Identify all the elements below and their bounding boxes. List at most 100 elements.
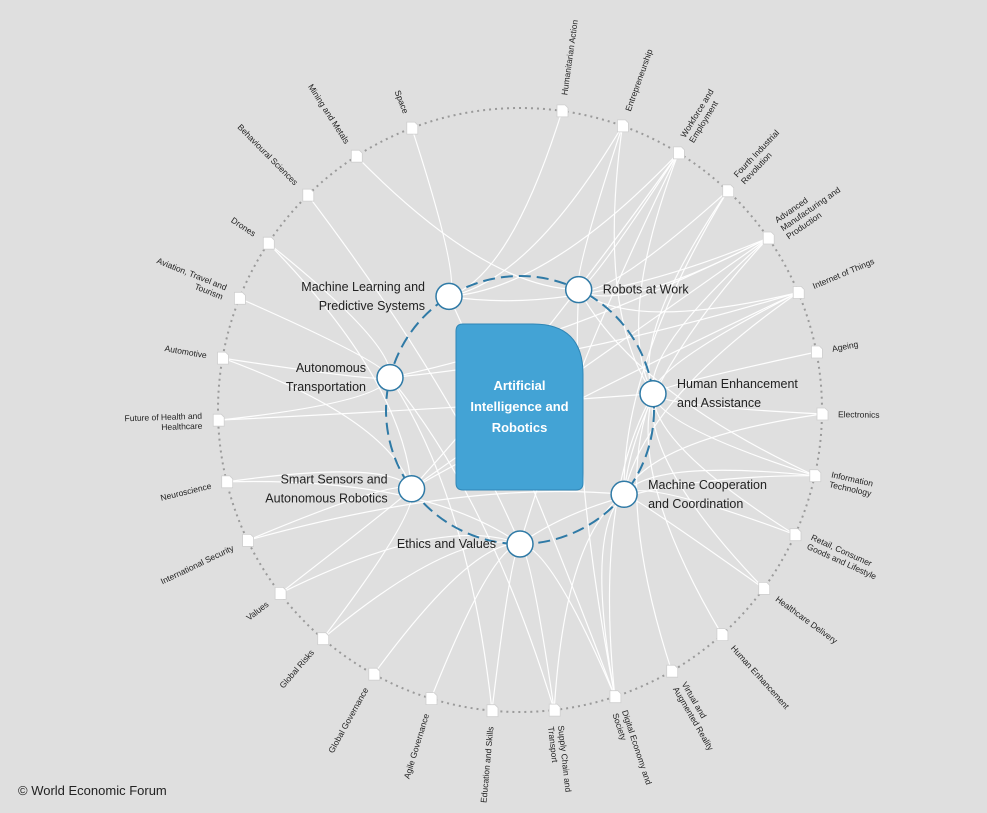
subtopic-label-line: Predictive Systems (319, 299, 425, 313)
subtopic-label-line: Robots at Work (603, 283, 690, 297)
topic-node-retail-consumer-goods-and-lifestyle[interactable]: Retail, ConsumerGoods and Lifestyle (789, 528, 882, 582)
link-line (635, 393, 673, 672)
topic-label: Humanitarian Action (559, 19, 580, 96)
topic-node-automotive[interactable]: Automotive (164, 343, 229, 365)
subtopic-label-line: Autonomous Robotics (265, 491, 387, 505)
link-line (218, 393, 654, 421)
topic-node-mining-and-metals[interactable]: Mining and Metals (306, 82, 363, 163)
subtopic-node-ethics-and-values[interactable]: Ethics and Values (397, 530, 534, 558)
topic-node-entrepreneurship[interactable]: Entrepreneurship (617, 47, 655, 133)
topic-label-line: Mining and Metals (306, 82, 352, 145)
link-line (491, 543, 521, 711)
topic-label: International Security (159, 542, 236, 586)
document-icon[interactable] (758, 582, 771, 595)
topic-node-education-and-skills[interactable]: Education and Skills (478, 704, 499, 804)
topic-node-neuroscience[interactable]: Neuroscience (159, 475, 234, 503)
topic-label: Healthcare Delivery (774, 594, 840, 646)
topic-node-electronics[interactable]: Electronics (816, 407, 880, 421)
document-icon[interactable] (317, 632, 330, 646)
document-icon[interactable] (617, 119, 629, 133)
document-icon[interactable] (556, 104, 569, 118)
topic-node-internet-of-things[interactable]: Internet of Things (792, 256, 876, 299)
document-icon[interactable] (242, 534, 255, 547)
subtopic-circle[interactable] (564, 275, 593, 304)
topic-node-drones[interactable]: Drones (229, 215, 275, 250)
document-icon[interactable] (302, 188, 315, 202)
topic-node-virtual-and-augmented-reality[interactable]: Virtual andAugmented Reality (666, 664, 725, 753)
topic-label: Space (393, 89, 411, 115)
subtopic-label-line: Ethics and Values (397, 537, 496, 551)
topic-node-humanitarian-action[interactable]: Humanitarian Action (556, 19, 580, 118)
topic-node-aviation-travel-and-tourism[interactable]: Aviation, Travel andTourism (152, 255, 246, 305)
document-icon[interactable] (212, 413, 225, 427)
document-icon[interactable] (762, 231, 775, 245)
document-icon[interactable] (789, 528, 802, 542)
topic-node-values[interactable]: Values (244, 587, 287, 622)
subtopic-circle[interactable] (610, 480, 638, 509)
topic-node-workforce-and-employment[interactable]: Workforce andEmployment (673, 87, 724, 160)
topic-node-healthcare-delivery[interactable]: Healthcare Delivery (758, 582, 840, 646)
topic-node-human-enhancement[interactable]: Human Enhancement (716, 628, 792, 712)
document-icon[interactable] (548, 703, 561, 717)
topic-node-international-security[interactable]: International Security (159, 534, 255, 586)
document-icon[interactable] (673, 146, 685, 160)
topic-node-global-governance[interactable]: Global Governance (326, 667, 381, 755)
topic-label-line: Automotive (164, 343, 208, 360)
topic-label-line: Global Risks (277, 648, 316, 691)
document-icon[interactable] (262, 236, 275, 250)
topic-label: Internet of Things (811, 256, 876, 291)
topic-node-ageing[interactable]: Ageing (811, 339, 859, 359)
subtopic-circle[interactable] (397, 475, 426, 503)
topic-node-behavioural-sciences[interactable]: Behavioural Sciences (236, 122, 315, 202)
link-line (373, 543, 521, 675)
topic-node-fourth-industrial-revolution[interactable]: Fourth IndustrialRevolution (722, 128, 789, 198)
topic-node-agile-governance[interactable]: Agile Governance (402, 692, 438, 780)
link-line (553, 493, 625, 711)
document-icon[interactable] (716, 628, 729, 641)
document-icon[interactable] (666, 664, 679, 678)
center-node-shape[interactable] (455, 323, 584, 491)
topic-node-advanced-manufacturing-and-production[interactable]: AdvancedManufacturing andProduction (762, 176, 848, 245)
document-icon[interactable] (811, 345, 823, 359)
topic-label: Virtual andAugmented Reality (671, 680, 725, 753)
topic-label-line: Behavioural Sciences (236, 122, 301, 187)
document-icon[interactable] (486, 704, 499, 718)
topic-label: Drones (229, 215, 257, 238)
document-icon[interactable] (221, 475, 234, 489)
topic-node-supply-chain-and-transport[interactable]: Supply Chain andTransport (546, 703, 574, 794)
subtopic-node-robots-at-work[interactable]: Robots at Work (564, 275, 690, 304)
document-icon[interactable] (792, 286, 805, 299)
document-icon[interactable] (368, 667, 381, 681)
document-icon[interactable] (809, 469, 822, 483)
document-icon[interactable] (274, 587, 287, 600)
document-icon[interactable] (722, 184, 735, 198)
subtopic-circle[interactable] (376, 363, 404, 392)
topic-node-information-technology[interactable]: InformationTechnology (809, 469, 875, 499)
topic-node-global-risks[interactable]: Global Risks (277, 632, 330, 691)
document-icon[interactable] (350, 149, 363, 163)
topic-node-future-of-health-and-healthcare[interactable]: Future of Health andHealthcare (124, 411, 225, 434)
topic-node-digital-economy-and-society[interactable]: Digital Economy andSociety (609, 690, 654, 790)
document-icon[interactable] (609, 690, 622, 704)
link-line (355, 155, 579, 291)
document-icon[interactable] (425, 692, 438, 705)
topic-label: Fourth IndustrialRevolution (732, 128, 789, 186)
topic-node-space[interactable]: Space (393, 89, 419, 135)
topic-label: Ageing (831, 339, 859, 354)
document-icon[interactable] (217, 351, 229, 365)
subtopic-circle[interactable] (506, 530, 534, 558)
document-icon[interactable] (406, 121, 419, 135)
subtopic-circle[interactable] (639, 379, 667, 408)
document-icon[interactable] (816, 407, 829, 421)
document-icon[interactable] (233, 291, 246, 305)
subtopic-circle[interactable] (435, 282, 463, 311)
